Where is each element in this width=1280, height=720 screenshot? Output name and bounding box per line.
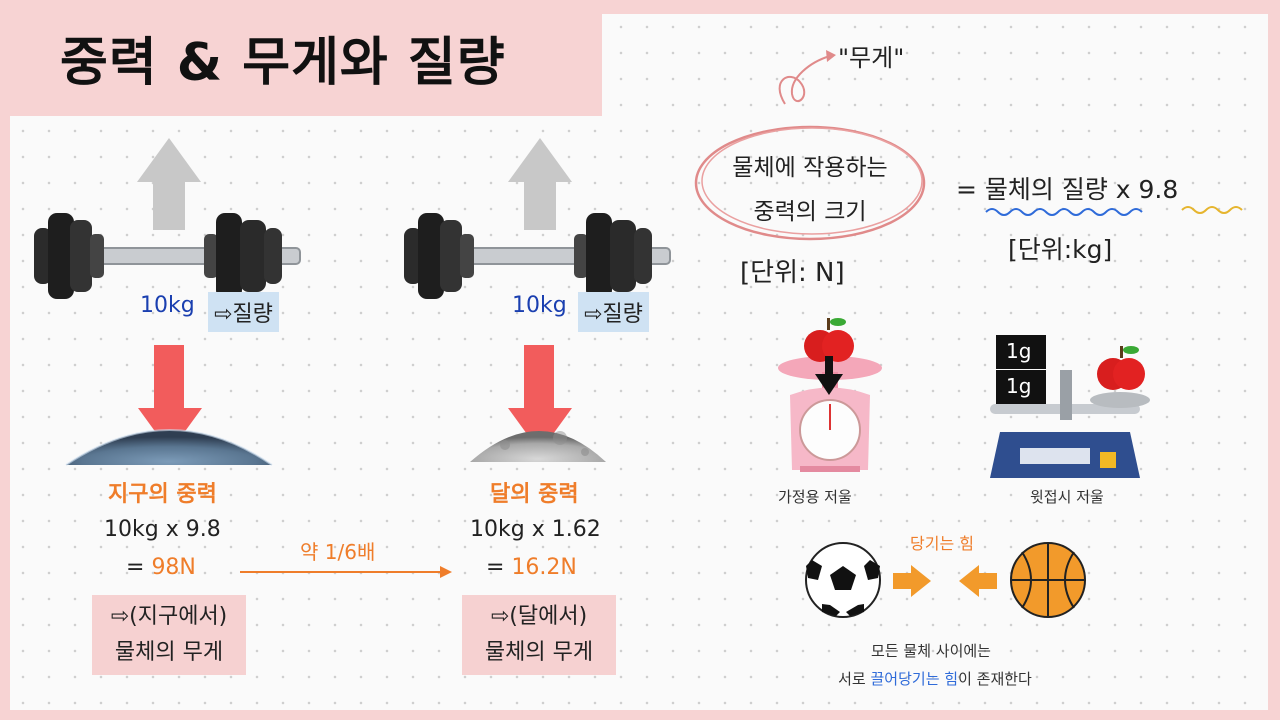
wavy-underline-blue: [985, 208, 1143, 216]
earth-weight-box: ⇨(지구에서) 물체의 무게: [92, 595, 246, 675]
moon-mass-tag-text: 질량: [602, 302, 643, 327]
wavy-underline-yellow: [1181, 206, 1243, 214]
balance-scale-label: 윗접시 저울: [1030, 488, 1104, 506]
earth-weight-box-line1: ⇨(지구에서): [102, 599, 236, 635]
moon-result: = 16.2N: [486, 555, 577, 580]
pull-force-label: 당기는 힘: [910, 534, 974, 553]
caption-part-a: 서로: [838, 670, 871, 688]
down-arrow-small-icon: [815, 356, 843, 395]
moon-gravity-label: 달의 중력: [490, 482, 579, 507]
down-arrow-icon-moon: [508, 345, 572, 452]
moon-result-prefix: =: [486, 555, 512, 580]
moon-mass-label: 10kg: [512, 293, 567, 318]
earth-result: = 98N: [126, 555, 196, 580]
earth-mass-tag: ⇨질량: [208, 292, 279, 332]
moon-icon: [470, 431, 606, 462]
apple-icon: [804, 318, 854, 362]
moon-box-line1-text: (달에서): [509, 604, 588, 629]
earth-mass-tag-text: 질량: [232, 302, 273, 327]
earth-box-line1-text: (지구에서): [129, 604, 228, 629]
household-scale-icon: [778, 356, 882, 472]
page-title: 중력 & 무게와 질량: [60, 33, 506, 93]
ratio-label: 약 1/6배: [300, 540, 376, 564]
caption-highlight: 끌어당기는 힘: [870, 670, 959, 688]
weight-quote: "무게": [838, 44, 905, 72]
slide-canvas: [10, 14, 1268, 710]
weight-1-label: 1g: [1006, 339, 1032, 363]
attraction-caption-line2: 서로 끌어당기는 힘이 존재한다: [790, 668, 1080, 689]
curly-arrow-icon: [778, 50, 836, 105]
ratio-arrow-icon: [240, 566, 452, 578]
earth-result-value: 98N: [151, 555, 196, 580]
definition-line2: 중력의 크기: [753, 199, 867, 225]
dumbbell-icon: [34, 213, 301, 299]
balance-scale-icon: [990, 335, 1150, 478]
weight-2-label: 1g: [1006, 374, 1032, 398]
up-arrow-icon: [137, 138, 201, 230]
title-banner: 중력 & 무게와 질량: [0, 0, 602, 116]
moon-calc: 10kg x 1.62: [470, 517, 601, 542]
hand-arrow-icon: ⇨: [110, 604, 130, 629]
definition-circle: [694, 125, 926, 241]
dumbbell-icon-moon: [404, 213, 671, 299]
earth-result-prefix: =: [126, 555, 152, 580]
moon-weight-box-line1: ⇨(달에서): [472, 599, 606, 635]
pull-arrow-right-icon: [893, 565, 931, 597]
up-arrow-icon-moon: [508, 138, 572, 230]
earth-icon: [65, 429, 273, 466]
earth-mass-label: 10kg: [140, 293, 195, 318]
unit-n-label: [단위: N]: [740, 258, 845, 288]
moon-weight-box: ⇨(달에서) 물체의 무게: [462, 595, 616, 675]
moon-mass-tag: ⇨질량: [578, 292, 649, 332]
hand-arrow-icon: ⇨: [490, 604, 510, 629]
moon-weight-box-line2: 물체의 무게: [484, 640, 594, 665]
attraction-caption-line1: 모든 물체 사이에는: [871, 642, 991, 660]
moon-result-value: 16.2N: [511, 555, 577, 580]
definition-line1: 물체에 작용하는: [732, 155, 888, 181]
soccer-ball-icon: [805, 542, 881, 618]
caption-part-c: 이 존재한다: [958, 670, 1032, 688]
unit-kg-label: [단위:kg]: [1008, 235, 1113, 264]
hand-arrow-icon: ⇨: [584, 302, 603, 327]
earth-weight-box-line2: 물체의 무게: [114, 640, 224, 665]
basketball-icon: [1010, 542, 1086, 618]
apple-icon-balance: [1097, 346, 1145, 390]
hand-arrow-icon: ⇨: [214, 302, 233, 327]
earth-gravity-label: 지구의 중력: [108, 482, 217, 507]
earth-calc: 10kg x 9.8: [104, 517, 221, 542]
mass-formula: = 물체의 질량 x 9.8: [956, 175, 1179, 204]
household-scale-label: 가정용 저울: [778, 488, 852, 506]
pull-arrow-left-icon: [959, 565, 997, 597]
